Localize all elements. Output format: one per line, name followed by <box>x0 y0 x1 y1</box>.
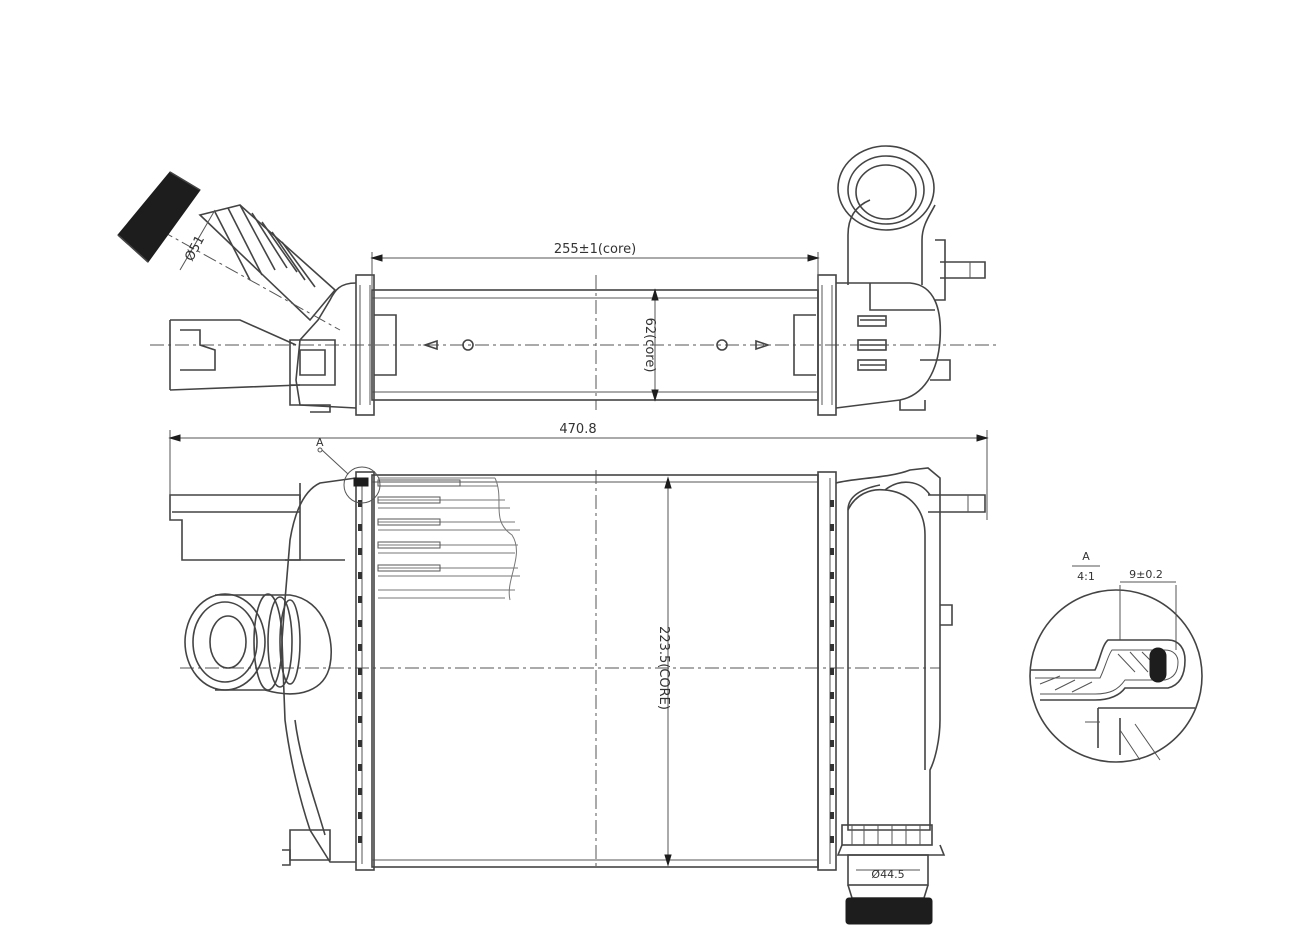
rivet <box>358 548 362 555</box>
rivet <box>358 500 362 507</box>
detail-callout-circle <box>343 466 381 504</box>
front-inlet-outer-ring <box>184 593 266 691</box>
rivet <box>830 548 834 555</box>
rivet <box>830 764 834 771</box>
rivet <box>830 596 834 603</box>
seal-dimension-label: 9±0.2 <box>1129 568 1163 581</box>
rivet <box>830 524 834 531</box>
detail-callout-label: A <box>316 436 324 449</box>
rivet <box>358 788 362 795</box>
inlet-diameter-label: Ø51 <box>182 233 208 264</box>
overall-length-label: 470.8 <box>559 422 596 437</box>
rivet <box>358 740 362 747</box>
seal-profile <box>1030 639 1186 701</box>
detail-circle <box>1029 589 1203 763</box>
top-view: Ø51 <box>117 145 1000 416</box>
top-right-header <box>817 274 837 416</box>
rivet <box>358 692 362 699</box>
rivet <box>830 668 834 675</box>
rivet <box>358 620 362 627</box>
rivet <box>830 692 834 699</box>
outlet-diameter-label: Ø44.5 <box>871 868 904 881</box>
detail-a-view: A 4:1 9±0.2 <box>1029 550 1203 763</box>
core-depth-label: 62(core) <box>642 318 657 373</box>
rivet <box>358 644 362 651</box>
outlet-cap-icon <box>845 897 933 925</box>
rivet <box>830 572 834 579</box>
top-left-bracket <box>169 319 301 391</box>
rivet <box>830 812 834 819</box>
seal-gasket-icon <box>1149 647 1167 683</box>
rivet <box>830 788 834 795</box>
core-height-dimension: 223.5(CORE) <box>656 476 672 867</box>
overall-length-dimension: 470.8 <box>168 422 989 520</box>
rivet <box>358 716 362 723</box>
core-width-label: 255±1(core) <box>554 242 636 257</box>
top-inlet-pipe: Ø51 <box>117 171 341 331</box>
top-outlet-pipe <box>837 145 935 231</box>
rivet <box>830 740 834 747</box>
rivet <box>830 644 834 651</box>
core-width-dimension: 255±1(core) <box>370 242 820 290</box>
rivet <box>830 716 834 723</box>
front-view: 223.5(CORE) A <box>169 436 986 925</box>
rivet <box>358 572 362 579</box>
rivet <box>358 524 362 531</box>
rivet <box>830 500 834 507</box>
detail-scale-label: 4:1 <box>1077 570 1095 583</box>
core-depth-dimension: 62(core) <box>642 288 659 402</box>
front-left-side-plate <box>355 471 375 871</box>
side-plate-rivets <box>358 500 834 843</box>
rivet <box>830 620 834 627</box>
top-left-tank <box>295 282 357 409</box>
front-left-tank: A <box>169 436 381 866</box>
core-height-label: 223.5(CORE) <box>656 626 671 710</box>
rivet <box>830 836 834 843</box>
top-right-tank <box>835 199 986 411</box>
detail-a-label: A <box>1082 550 1090 563</box>
front-outlet-collar <box>841 824 933 846</box>
rivet <box>358 812 362 819</box>
rivet <box>358 836 362 843</box>
top-left-header <box>355 274 375 416</box>
front-right-side-plate <box>817 471 837 871</box>
front-core <box>371 474 819 868</box>
rivet <box>358 596 362 603</box>
front-right-tank: Ø44.5 <box>835 467 986 925</box>
core-fins <box>377 477 520 601</box>
rivet <box>358 764 362 771</box>
rivet <box>358 668 362 675</box>
